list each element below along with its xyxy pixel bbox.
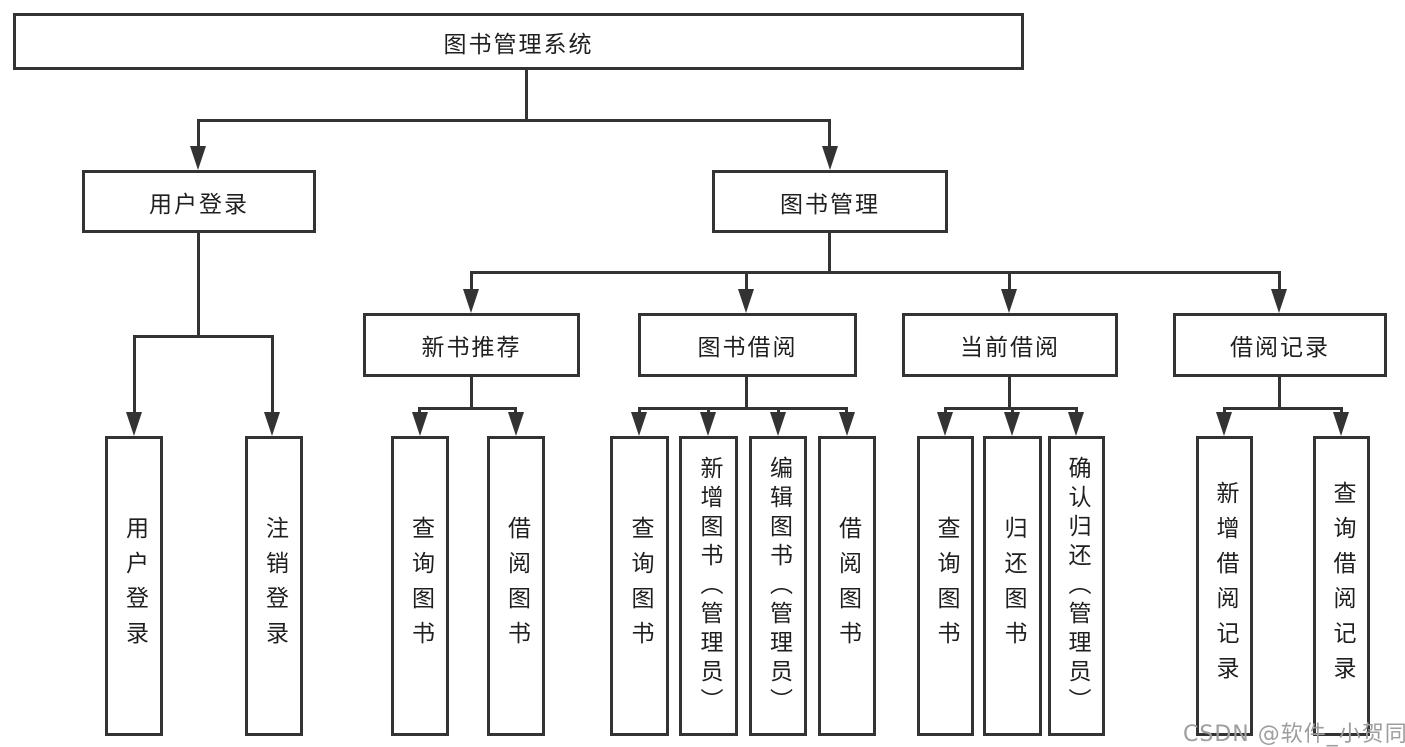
arrow-down-icon (770, 412, 786, 436)
arrow-down-icon (839, 412, 855, 436)
leaf-borrow-book-2-label: 借阅图书 (834, 516, 861, 656)
leaf-edit-book-admin-label: 编辑图书（管理员） (765, 455, 792, 717)
leaf-logout-label: 注销登录 (261, 516, 288, 656)
leaf-borrow-book-1-label: 借阅图书 (503, 516, 530, 656)
leaf-query-book-3-label: 查询图书 (933, 516, 959, 656)
node-root: 图书管理系统 (13, 13, 1024, 70)
connector-vline (197, 119, 200, 149)
connector-hline (418, 407, 517, 410)
leaf-add-book-admin-label: 新增图书（管理员） (696, 455, 722, 717)
leaf-user-login-label: 用户登录 (121, 516, 148, 656)
arrow-down-icon (1004, 412, 1020, 436)
connector-vline (638, 407, 641, 415)
leaf-add-borrow-record-label: 新增借阅记录 (1212, 481, 1238, 691)
node-user-login-label: 用户登录 (149, 191, 249, 218)
connector-vline (745, 377, 748, 409)
leaf-query-book-1-label: 查询图书 (407, 516, 434, 656)
connector-hline (638, 407, 848, 410)
arrow-down-icon (738, 289, 754, 313)
connector-vline (514, 407, 517, 415)
node-borrowing-records-label: 借阅记录 (1230, 335, 1330, 361)
arrow-down-icon (412, 412, 428, 436)
connector-hline (470, 271, 1281, 274)
arrow-down-icon (631, 412, 647, 436)
connector-vline (1008, 377, 1011, 409)
connector-vline (845, 407, 848, 415)
leaf-query-book-2: 查询图书 (610, 436, 669, 736)
node-user-login: 用户登录 (82, 170, 316, 233)
connector-vline (1278, 271, 1281, 292)
connector-vline (197, 233, 200, 338)
leaf-edit-book-admin: 编辑图书（管理员） (749, 436, 807, 736)
node-book-management-label: 图书管理 (780, 191, 880, 218)
arrow-down-icon (822, 146, 838, 170)
arrow-down-icon (1001, 289, 1017, 313)
leaf-confirm-return-admin-label: 确认归还（管理员） (1064, 455, 1090, 717)
connector-vline (525, 69, 528, 121)
connector-vline (1223, 407, 1226, 415)
arrow-down-icon (937, 412, 953, 436)
node-book-management: 图书管理 (712, 170, 948, 233)
connector-hline (1223, 407, 1343, 410)
connector-hline (197, 119, 831, 122)
connector-vline (271, 335, 274, 415)
connector-vline (944, 407, 947, 415)
connector-vline (418, 407, 421, 415)
connector-vline (133, 335, 136, 415)
arrow-down-icon (1333, 412, 1349, 436)
connector-vline (707, 407, 710, 415)
leaf-user-login: 用户登录 (105, 436, 163, 736)
leaf-add-book-admin: 新增图书（管理员） (679, 436, 738, 736)
connector-hline (133, 335, 274, 338)
connector-vline (1011, 407, 1014, 415)
connector-vline (1278, 377, 1281, 409)
leaf-borrow-book-1: 借阅图书 (487, 436, 545, 736)
arrow-down-icon (508, 412, 524, 436)
connector-vline (470, 271, 473, 292)
leaf-query-borrow-record: 查询借阅记录 (1313, 436, 1370, 736)
arrow-down-icon (463, 289, 479, 313)
leaf-query-book-3: 查询图书 (917, 436, 974, 736)
connector-vline (1075, 407, 1078, 415)
arrow-down-icon (264, 412, 280, 436)
node-new-book-recommend-label: 新书推荐 (421, 335, 522, 361)
arrow-down-icon (126, 412, 142, 436)
leaf-query-book-2-label: 查询图书 (627, 516, 653, 656)
arrow-down-icon (1216, 412, 1232, 436)
connector-vline (828, 233, 831, 274)
arrow-down-icon (190, 146, 206, 170)
connector-vline (828, 119, 831, 149)
watermark-text: CSDN @软件_小贺同学 (1183, 722, 1405, 747)
leaf-return-book-label: 归还图书 (1000, 516, 1026, 656)
leaf-add-borrow-record: 新增借阅记录 (1196, 436, 1253, 736)
connector-vline (777, 407, 780, 415)
arrow-down-icon (700, 412, 716, 436)
arrow-down-icon (1068, 412, 1084, 436)
node-current-borrowing: 当前借阅 (902, 313, 1118, 377)
node-root-label: 图书管理系统 (443, 31, 594, 58)
connector-vline (470, 377, 473, 409)
connector-vline (1008, 271, 1011, 292)
leaf-borrow-book-2: 借阅图书 (818, 436, 876, 736)
leaf-query-book-1: 查询图书 (391, 436, 449, 736)
node-book-borrowing: 图书借阅 (638, 313, 857, 377)
leaf-return-book: 归还图书 (983, 436, 1042, 736)
leaf-logout: 注销登录 (245, 436, 303, 736)
node-borrowing-records: 借阅记录 (1173, 313, 1387, 377)
leaf-query-borrow-record-label: 查询借阅记录 (1329, 481, 1355, 691)
node-new-book-recommend: 新书推荐 (363, 313, 580, 377)
node-current-borrowing-label: 当前借阅 (960, 335, 1060, 361)
leaf-confirm-return-admin: 确认归还（管理员） (1048, 436, 1105, 736)
connector-vline (745, 271, 748, 292)
connector-vline (1340, 407, 1343, 415)
arrow-down-icon (1271, 289, 1287, 313)
node-book-borrowing-label: 图书借阅 (697, 335, 798, 361)
